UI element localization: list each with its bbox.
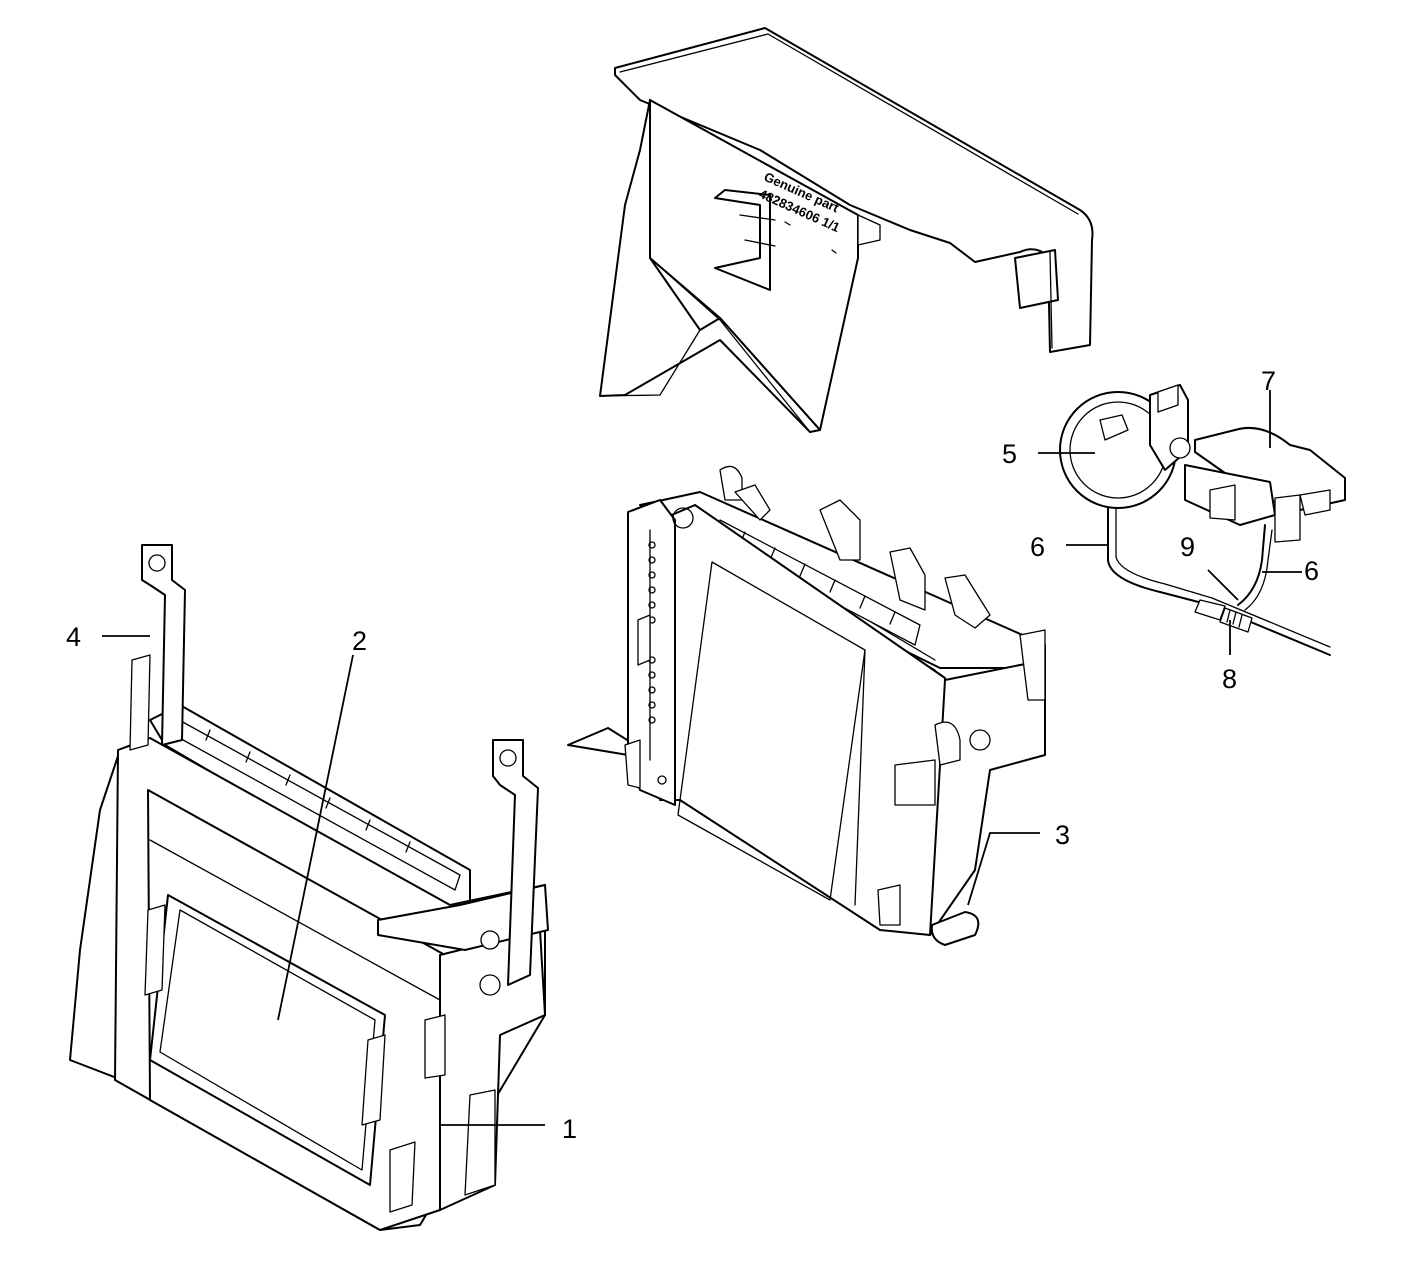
mounting-brackets: [129, 544, 539, 986]
pressure-switch: [1059, 384, 1191, 509]
display-module: [69, 704, 549, 1231]
callout-8: 8: [1222, 664, 1237, 694]
pressure-tubes: [1107, 507, 1331, 656]
top-cover: Genuine part 482834606 1/1: [599, 27, 1094, 433]
callout-6-left: 6: [1030, 532, 1045, 562]
callout-9: 9: [1180, 532, 1195, 562]
mounting-bracket: [1184, 426, 1346, 543]
leader-lines: [102, 390, 1302, 1126]
callout-2: 2: [352, 626, 367, 656]
callout-1: 1: [562, 1114, 577, 1144]
callout-3: 3: [1055, 820, 1070, 850]
callout-7: 7: [1261, 366, 1276, 396]
callout-labels: 4 2 1 3 5 6 6 7 8 9: [66, 366, 1319, 1144]
callout-5: 5: [1002, 439, 1017, 469]
callout-4: 4: [66, 622, 81, 652]
control-module-housing: [567, 465, 1046, 946]
callout-6-right: 6: [1304, 556, 1319, 586]
display-screen: [149, 894, 386, 1186]
